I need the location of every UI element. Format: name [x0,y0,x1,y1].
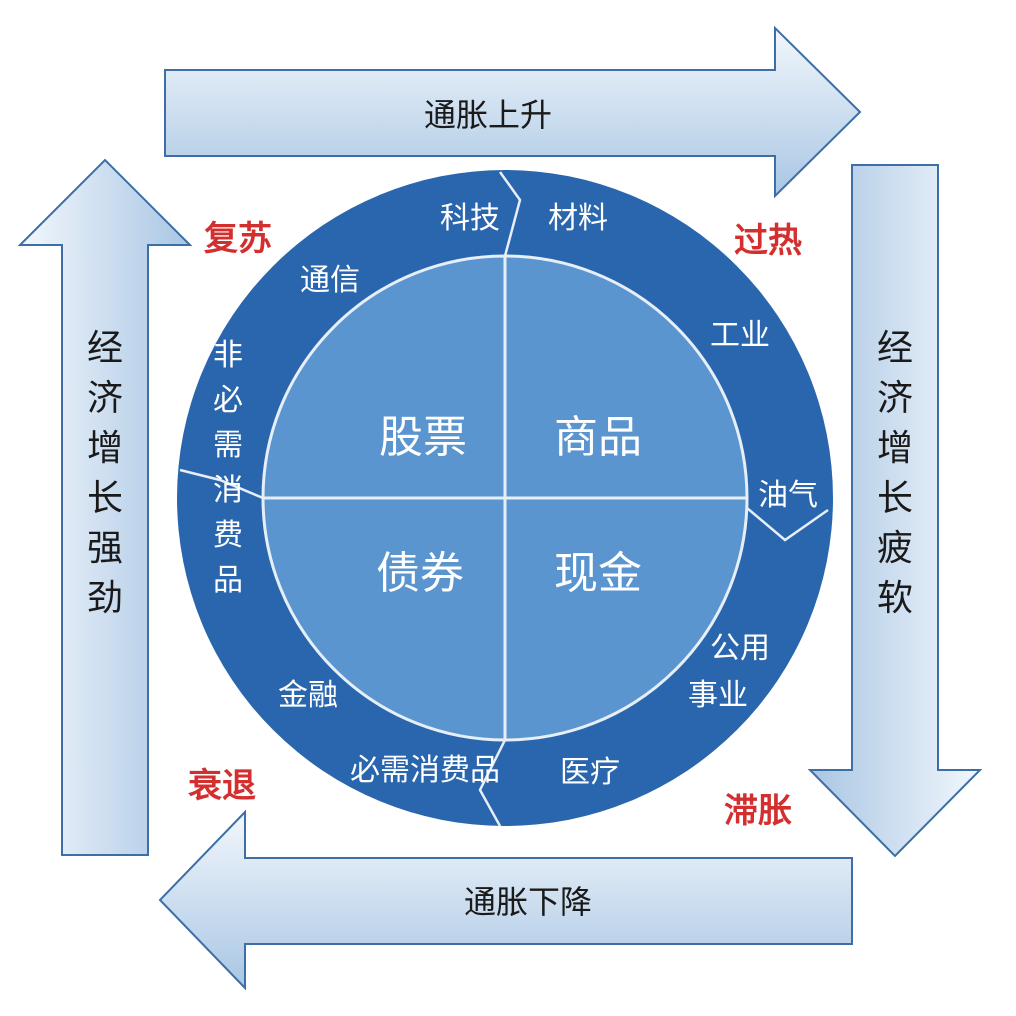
sector-staples: 必需消费品 [350,753,500,788]
arrow-growth-strong: 经 济 增 长 强 劲 [17,158,193,856]
discretionary-char-3: 需 [213,428,243,463]
arrow-inflation-rising-label: 通胀上升 [424,96,552,134]
phase-recession: 衰退 [188,766,256,806]
growth-weak-char-2: 济 [877,378,913,419]
growth-weak-char-1: 经 [877,328,913,369]
growth-weak-char-5: 疲 [877,528,913,569]
ring-divider-top [498,171,522,257]
arrow-growth-weak-label: 经 济 增 长 疲 软 [877,328,913,619]
ring-divider-bottom [478,739,507,827]
arrow-inflation-falling: 通胀下降 [158,809,853,991]
ring-divider-right [746,507,829,542]
asset-stocks: 股票 [379,412,467,463]
asset-bonds: 债券 [376,548,464,599]
sector-oil-gas: 油气 [758,478,818,513]
asset-cash: 现金 [554,548,642,599]
sector-materials: 材料 [548,201,608,236]
sector-telecom: 通信 [300,263,360,298]
sector-healthcare: 医疗 [560,755,620,790]
growth-strong-char-2: 济 [87,378,123,419]
arrow-growth-strong-label: 经 济 增 长 强 劲 [87,328,123,619]
asset-commodities: 商品 [554,412,642,463]
growth-weak-char-4: 长 [877,478,913,519]
sector-utilities-line1: 公用 [710,631,770,666]
growth-weak-char-6: 软 [877,578,913,619]
discretionary-char-4: 消 [213,473,243,508]
growth-strong-char-4: 长 [87,478,123,519]
discretionary-char-1: 非 [213,338,243,373]
growth-strong-char-6: 劲 [87,578,123,619]
arrow-growth-weak: 经 济 增 长 疲 软 [807,164,983,858]
arrow-inflation-falling-label: 通胀下降 [464,883,592,921]
arrow-inflation-rising: 通胀上升 [164,25,862,199]
sector-finance: 金融 [278,678,338,713]
phase-overheat: 过热 [734,221,802,261]
phase-stagflation: 滞胀 [724,791,792,831]
phase-recovery: 复苏 [204,219,272,259]
sector-utilities-line2: 事业 [688,678,748,713]
sector-industrial: 工业 [710,318,770,353]
discretionary-char-5: 费 [213,518,243,553]
sector-discretionary: 非 必 需 消 费 品 [213,338,243,598]
discretionary-char-2: 必 [213,383,243,418]
ring-divider-left [179,468,264,500]
sector-tech: 科技 [440,201,500,236]
discretionary-char-6: 品 [213,563,243,598]
growth-weak-char-3: 增 [877,428,913,469]
growth-strong-char-3: 增 [87,428,123,469]
growth-strong-char-5: 强 [87,528,123,569]
growth-strong-char-1: 经 [87,328,123,369]
